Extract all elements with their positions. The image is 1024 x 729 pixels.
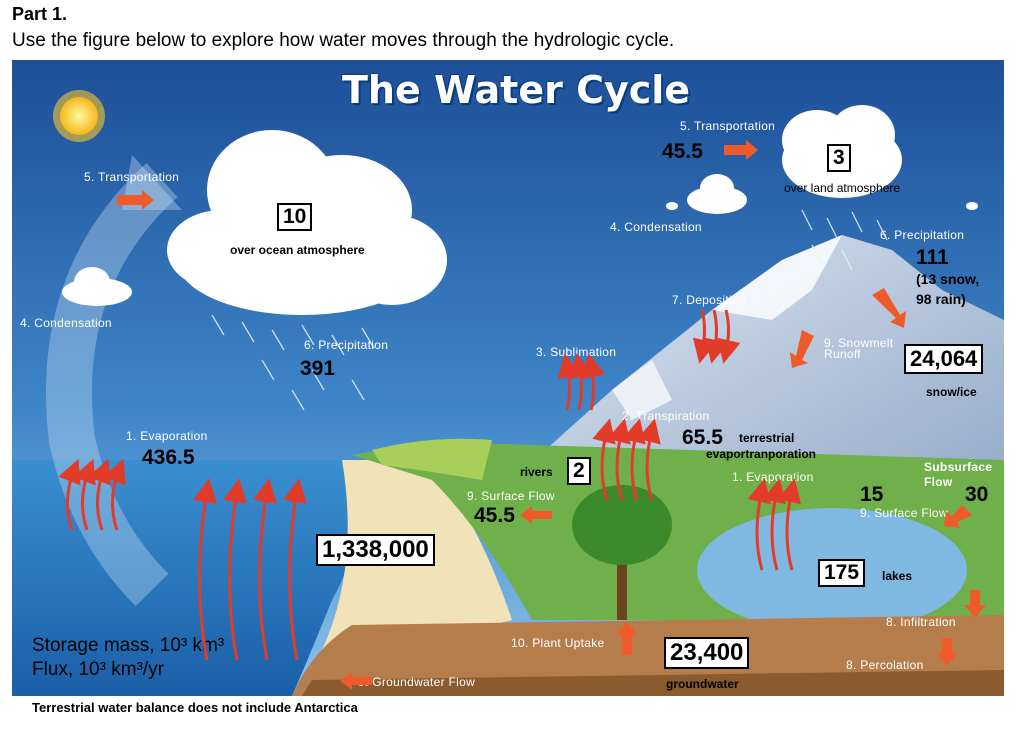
figure-illustration — [12, 60, 1004, 696]
flux-units: Flux, 10³ km³/yr — [32, 659, 164, 680]
evap-ocean-value: 436.5 — [142, 446, 195, 469]
transport-land-value: 45.5 — [662, 140, 703, 163]
subsurface-flow-value: 30 — [965, 483, 989, 506]
precipitation-ocean-label: 6. Precipitation — [304, 338, 389, 352]
transportation-left-label: 5. Transportation — [84, 170, 180, 184]
groundwater-label: groundwater — [666, 677, 739, 691]
snow-ice-value: 24,064 — [904, 344, 984, 374]
plant-uptake-label: 10. Plant Uptake — [511, 636, 605, 650]
evaporation-ocean-label: 1. Evaporation — [126, 429, 208, 443]
groundwater-flow-label: 9. Groundwater Flow — [358, 675, 476, 689]
snow-ice-label: snow/ice — [926, 385, 977, 399]
precip-land-value: 111 — [916, 246, 949, 269]
lakes-label: lakes — [882, 569, 913, 583]
condensation-left-label: 4. Condensation — [20, 316, 112, 330]
sun-icon — [53, 90, 105, 142]
circulation-arrow — [45, 162, 178, 607]
ocean-atmosphere-value: 10 — [277, 203, 313, 231]
storage-units: Storage mass, 10³ km³ — [32, 635, 225, 656]
water-cycle-figure: The Water Cycle 5. Transportation 5. Tra… — [12, 60, 1004, 696]
lakes-value: 175 — [818, 559, 866, 587]
rivers-label: rivers — [520, 465, 553, 479]
land-atmosphere-label: over land atmosphere — [784, 181, 901, 195]
terrestrial-et-label-2: evaportranporation — [706, 447, 817, 461]
ocean-storage-value: 1,338,000 — [316, 534, 435, 566]
instruction-text: Use the figure below to explore how wate… — [12, 30, 675, 51]
groundwater-value: 23,400 — [664, 637, 750, 669]
cloud-ocean — [167, 130, 447, 315]
snowmelt-runoff-label: 9. Snowmelt Runoff — [824, 336, 894, 361]
ocean-atmosphere-label: over ocean atmosphere — [230, 243, 365, 257]
infiltration-label: 8. Infiltration — [886, 615, 956, 629]
terrestrial-et-value: 65.5 — [682, 426, 723, 449]
subsurface-flow-label: Subsurface Flow — [924, 460, 993, 489]
transportation-top-label: 5. Transportation — [680, 119, 776, 133]
surface-flow-lake-value: 15 — [860, 483, 884, 506]
cloud-small-left — [62, 267, 132, 306]
surface-flow-ocean-value: 45.5 — [474, 504, 515, 527]
precipitation-land-label: 6. Precipitation — [880, 228, 965, 242]
rivers-value: 2 — [567, 457, 591, 485]
precip-land-split-1: (13 snow, — [916, 271, 980, 287]
part-heading: Part 1. — [12, 4, 68, 24]
cloud-condensation — [666, 174, 978, 214]
surface-flow-right-label: 9. Surface Flow — [860, 506, 948, 520]
footnote: Terrestrial water balance does not inclu… — [32, 700, 358, 715]
deposition-label: 7. Deposition — [672, 293, 746, 307]
sublimation-label: 3. Sublimation — [536, 345, 617, 359]
units-legend: Storage mass, 10³ km³ Flux, 10³ km³/yr — [32, 634, 224, 682]
condensation-right-label: 4. Condensation — [610, 220, 702, 234]
rain-land — [801, 209, 888, 271]
evaporation-lake-label: 1. Evaporation — [732, 470, 814, 484]
precip-ocean-value: 391 — [300, 357, 336, 380]
rain-ocean — [211, 314, 375, 411]
transpiration-label: 2. Transpiration — [622, 409, 710, 423]
precip-land-split-2: 98 rain) — [916, 291, 966, 307]
figure-title: The Water Cycle — [342, 68, 691, 112]
surface-flow-left-label: 9. Surface Flow — [467, 489, 555, 503]
land-atmosphere-value: 3 — [827, 144, 851, 172]
tree-icon — [572, 485, 672, 620]
percolation-label: 8. Percolation — [846, 658, 924, 672]
terrestrial-et-label-1: terrestrial — [739, 431, 795, 445]
